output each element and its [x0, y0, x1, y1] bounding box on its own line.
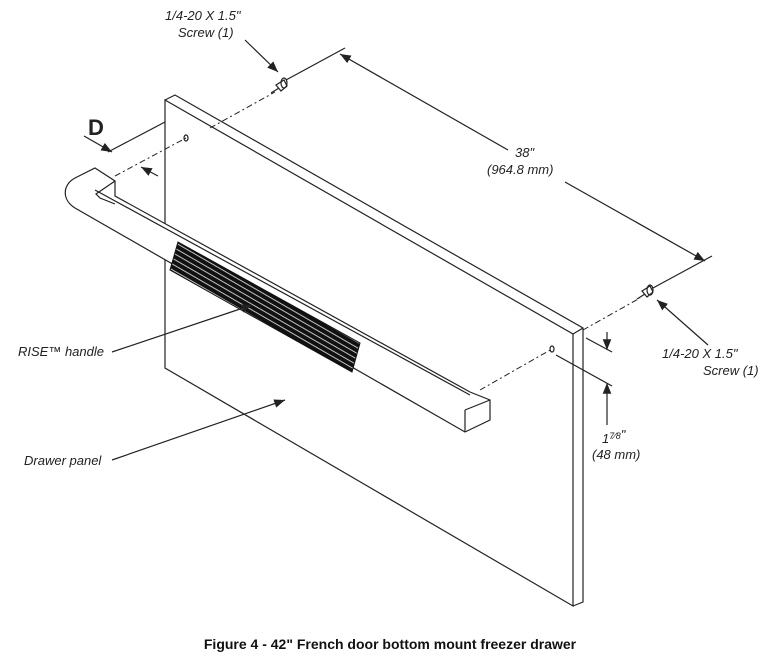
figure-caption: Figure 4 - 42" French door bottom mount … [204, 636, 577, 652]
handle-label: RISE™ handle [18, 344, 104, 359]
width-mm: (964.8 mm) [487, 162, 553, 177]
offset-dimension: 17⁄8" (48 mm) [555, 332, 640, 462]
width-inches: 38" [515, 145, 535, 160]
d-label: D [88, 115, 104, 140]
width-dimension: 38" (964.8 mm) [285, 47, 713, 289]
mounting-holes [114, 91, 641, 391]
screw-right [636, 284, 654, 300]
screw-top-qty: Screw (1) [178, 25, 234, 40]
svg-text:17⁄8": 17⁄8" [602, 427, 627, 446]
screw-right-qty: Screw (1) [703, 363, 759, 378]
drawer-panel [164, 94, 584, 608]
offset-whole: 1 [602, 431, 609, 446]
d-dimension: D [83, 115, 166, 177]
screw-right-spec: 1/4-20 X 1.5" [662, 346, 739, 361]
panel-label: Drawer panel [24, 453, 102, 468]
offset-mm: (48 mm) [592, 447, 640, 462]
offset-inch: " [621, 427, 627, 442]
screw-top [270, 77, 288, 94]
rise-handle [64, 167, 491, 433]
offset-fraction: 7⁄8 [609, 431, 621, 441]
screw-top-spec: 1/4-20 X 1.5" [165, 8, 242, 23]
